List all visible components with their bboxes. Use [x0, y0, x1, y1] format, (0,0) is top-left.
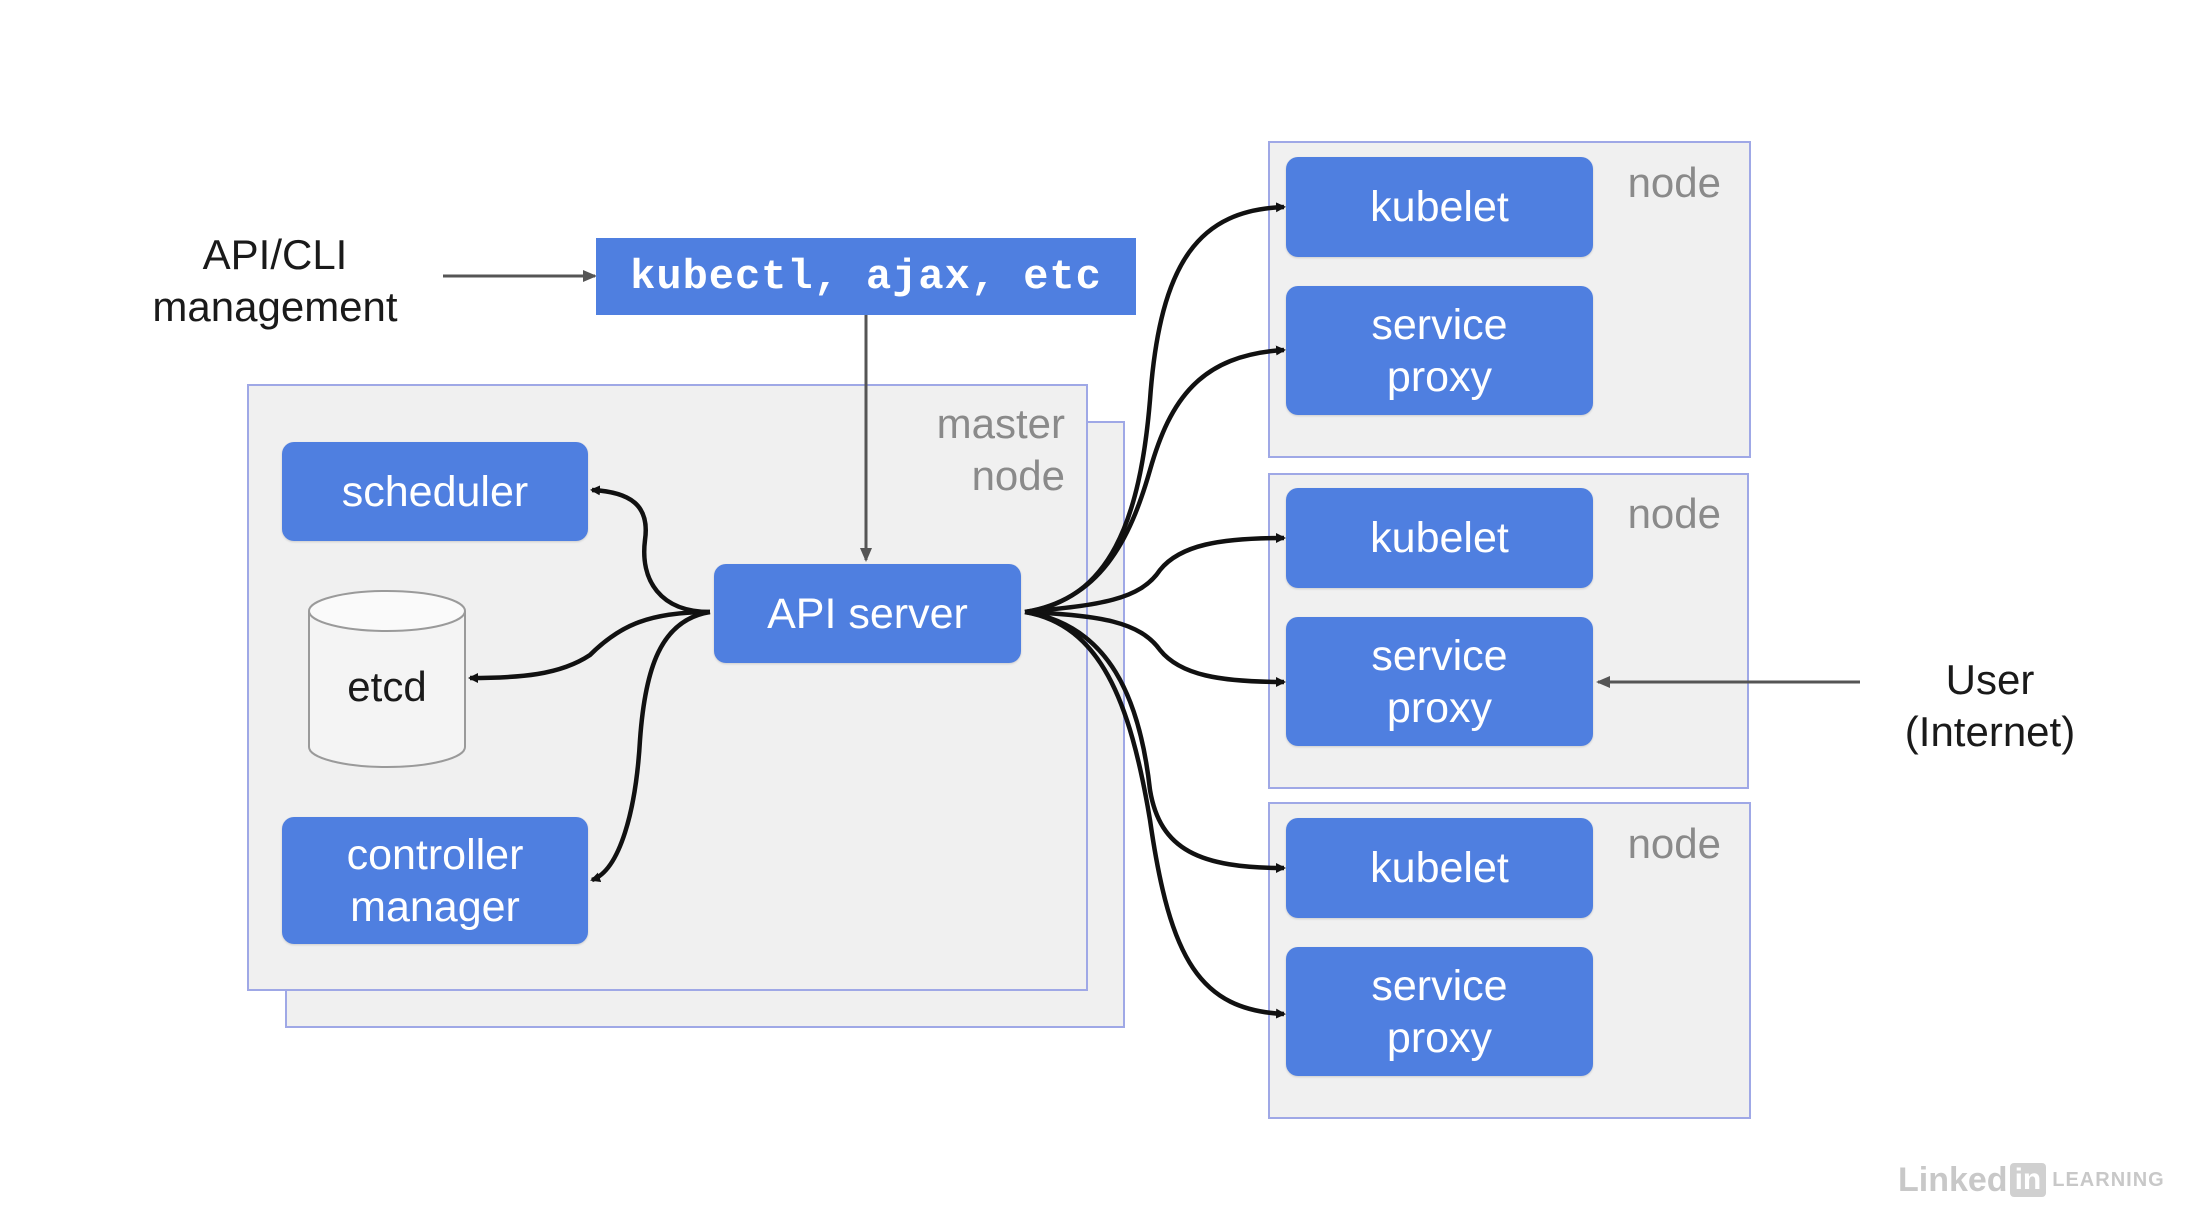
worker-node-2-label: node: [1627, 490, 1721, 537]
linkedin-learning-watermark: Linked in LEARNING: [1898, 1158, 2165, 1202]
worker-node-1-label: node: [1627, 159, 1721, 206]
worker-node-3-kubelet-box[interactable]: kubelet: [1286, 818, 1593, 918]
worker-node-3-label: node: [1627, 820, 1721, 867]
api-kubelet-2-arrow: [1024, 533, 1286, 615]
worker-node-2-service-proxy-box[interactable]: service proxy: [1286, 617, 1593, 746]
api-proxy-2-arrow: [1024, 609, 1286, 687]
etcd-database-cylinder[interactable]: etcd: [306, 589, 468, 769]
watermark-in-badge: in: [2009, 1163, 2047, 1197]
api-proxy-3-arrow: [1024, 609, 1286, 1019]
api-etcd-arrow: [468, 609, 711, 683]
database-icon: [308, 590, 466, 768]
worker-node-3-service-proxy-box[interactable]: service proxy: [1286, 947, 1593, 1076]
api-server-box[interactable]: API server: [714, 564, 1021, 663]
scheduler-box[interactable]: scheduler: [282, 442, 588, 541]
api-kubelet-3-arrow: [1024, 609, 1286, 873]
worker-node-1-kubelet-box[interactable]: kubelet: [1286, 157, 1593, 257]
worker-node-2-kubelet-box[interactable]: kubelet: [1286, 488, 1593, 588]
controller-manager-box[interactable]: controller manager: [282, 817, 588, 944]
kubectl-tools-box[interactable]: kubectl, ajax, etc: [596, 238, 1136, 315]
api-scheduler-arrow: [590, 485, 711, 615]
watermark-suffix: LEARNING: [2052, 1168, 2165, 1191]
api-cli-management-label: API/CLI management: [152, 231, 398, 330]
etcd-label: etcd: [347, 663, 427, 710]
worker-node-1-service-proxy-box[interactable]: service proxy: [1286, 286, 1593, 415]
watermark-brand: Linked: [1898, 1160, 2008, 1199]
api-controller-arrow: [590, 609, 711, 883]
api-proxy-1-arrow: [1024, 345, 1286, 615]
master-node-label: master node: [936, 400, 1065, 499]
user-internet-label: User (Internet): [1904, 656, 2076, 755]
